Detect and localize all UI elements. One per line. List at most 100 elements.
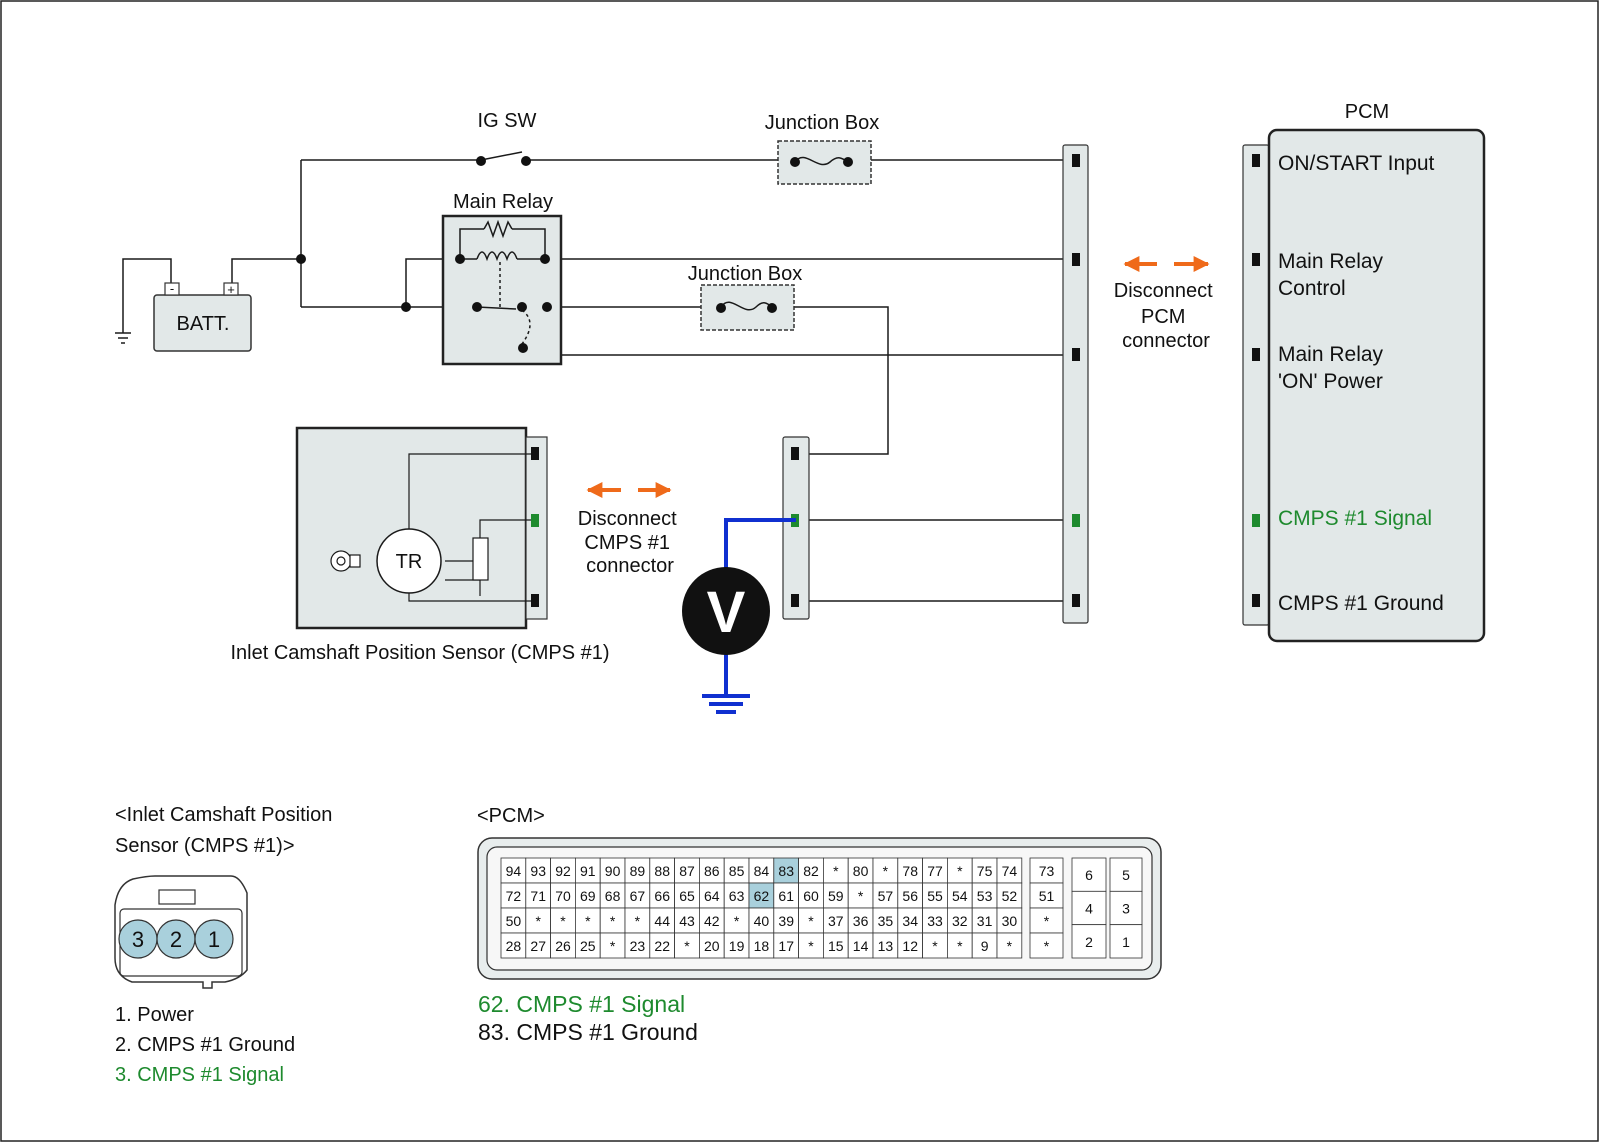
pcm-pin-cell [947,857,973,884]
pcm-pin-label: 61 [778,888,794,904]
pcm-pin-main-relay-control-2: Control [1278,277,1346,300]
battery-label: BATT. [177,313,230,335]
pcm-pin-label: * [808,913,814,929]
pcm-pin-cell [525,857,551,884]
svg-text:1. Power 2. CMPS #1 Grou: 1. Power 2. CMPS #1 Ground 3. CMPS #1 Si… [115,1004,301,1086]
pcm-pin-cell [872,857,899,884]
pcm-pin-cell [723,882,750,909]
camshaft-icon [330,550,361,572]
pcm-pin-label: 13 [878,938,894,954]
pcm-pin-label: 12 [902,938,918,954]
pcm-pin-cell [649,932,675,959]
pcm-pin-cell [872,907,899,934]
sensor-pin-1 [194,919,234,959]
pcm-pin-label: 88 [654,863,670,879]
svg-text:Disconnect CMPS #1: Disconnect CMPS #1 connector [578,508,683,577]
pcm-pin-label: 75 [977,863,993,879]
pcm-pin-label: * [1044,913,1050,929]
pcm-pin-cell [922,932,948,959]
junction-box-1: Junction Box [765,112,879,185]
pcm-pin-cell [748,907,775,934]
pcm-pin-label: * [610,938,616,954]
pcm-pin-label: 85 [729,863,745,879]
sensor-pin-label: 3 [132,927,144,952]
pcm-pin-label: 34 [902,913,918,929]
pcm-pin-label: * [932,938,938,954]
pcm-pin-label: 87 [679,863,695,879]
sensor-connector-title-1: <Inlet Camshaft Position [115,804,332,826]
pcm-pin-label: 90 [605,863,621,879]
pcm-pin-label: * [684,938,690,954]
pcm-harness-connector [1062,144,1089,624]
pcm-pin-label: 70 [555,888,571,904]
ignition-switch: IG SW [476,110,537,166]
pcm-pin-cell [971,882,998,909]
camshaft-sensor: TR Inlet Camshaft Position Sensor (CMPS … [230,426,610,664]
pcm-pin-label: 43 [679,913,695,929]
pcm-pin-cell [1071,857,1107,892]
disconnect-cmps-line-2: CMPS #1 [584,532,670,554]
pcm-pin-label: 63 [729,888,745,904]
ig-sw-label: IG SW [478,110,537,132]
pcm-pin-cell [748,882,775,909]
pcm-pin-label: 27 [530,938,546,954]
pcm-pin-label: * [1007,938,1013,954]
pcm-pin-label: 39 [778,913,794,929]
pcm-pin-label: 54 [952,888,968,904]
pcm-pin-label: * [734,913,740,929]
pcm-pin-cell [748,857,775,884]
pcm-pin-label: 83 [778,863,794,879]
pcm-pin-label: 86 [704,863,720,879]
sensor-legend-2: 2. CMPS #1 Ground [115,1034,295,1056]
pcm-pin-label: 28 [506,938,522,954]
pcm-pin-cell [773,932,799,959]
voltmeter: V [682,518,796,714]
pcm-pin-label: * [858,888,864,904]
pcm-pin-cell [897,857,923,884]
pcm-pin-label: 93 [530,863,546,879]
pcm-pin-label: 92 [555,863,571,879]
pcm-pin-label: 73 [1039,863,1055,879]
pcm-pin-cell [773,857,799,884]
pcm-pin-cell [649,857,675,884]
pcm-pin-label: 3 [1122,901,1130,917]
pcm-pin-label: * [535,913,541,929]
sensor-legend-1: 1. Power [115,1004,194,1026]
pcm-pin-label: 91 [580,863,596,879]
pcm-pin-on-start-input: ON/START Input [1278,152,1435,175]
pcm-pin-label: * [560,913,566,929]
pcm-pin-cell [723,857,750,884]
svg-text:ON/START Input Main Rela: ON/START Input Main Relay Control Main R… [1278,152,1444,615]
sensor-caption: Inlet Camshaft Position Sensor (CMPS #1) [230,642,609,664]
pcm-pin-label: 50 [506,913,522,929]
battery: - + BATT. [153,281,252,352]
pcm-pin-label: 42 [704,913,720,929]
pcm-pin-label: 5 [1122,867,1130,883]
pcm-pin-cell [550,857,576,884]
pcm-pin-cell [624,857,651,884]
pcm-pin-cell [500,882,527,909]
pcm-pin-cell [575,932,601,959]
transistor-symbol [376,528,442,594]
pcm-pin-label: 37 [828,913,844,929]
pcm-pin-label: 62 [754,888,770,904]
disconnect-pcm-line-2: PCM [1141,306,1185,328]
pcm-pin-label: 18 [754,938,770,954]
main-relay-label: Main Relay [453,191,553,213]
pcm-pin-label: 52 [1002,888,1018,904]
pcm-pin-label: 26 [555,938,571,954]
pcm-pin-main-relay-power-2: 'ON' Power [1278,370,1383,393]
pcm-pin-label: 80 [853,863,869,879]
pcm-pin-cell [996,882,1023,909]
pcm-pin-cmps-signal: CMPS #1 Signal [1278,507,1432,530]
pcm-pin-label: 67 [630,888,646,904]
pcm-pin-label: 30 [1002,913,1018,929]
pcm-pin-cell [798,882,824,909]
pcm-pin-label: 89 [630,863,646,879]
pcm-connector-title: <PCM> [477,805,545,827]
battery-plus-label: + [227,282,235,297]
pcm-pin-label: 14 [853,938,869,954]
pcm-pin-label: 59 [828,888,844,904]
